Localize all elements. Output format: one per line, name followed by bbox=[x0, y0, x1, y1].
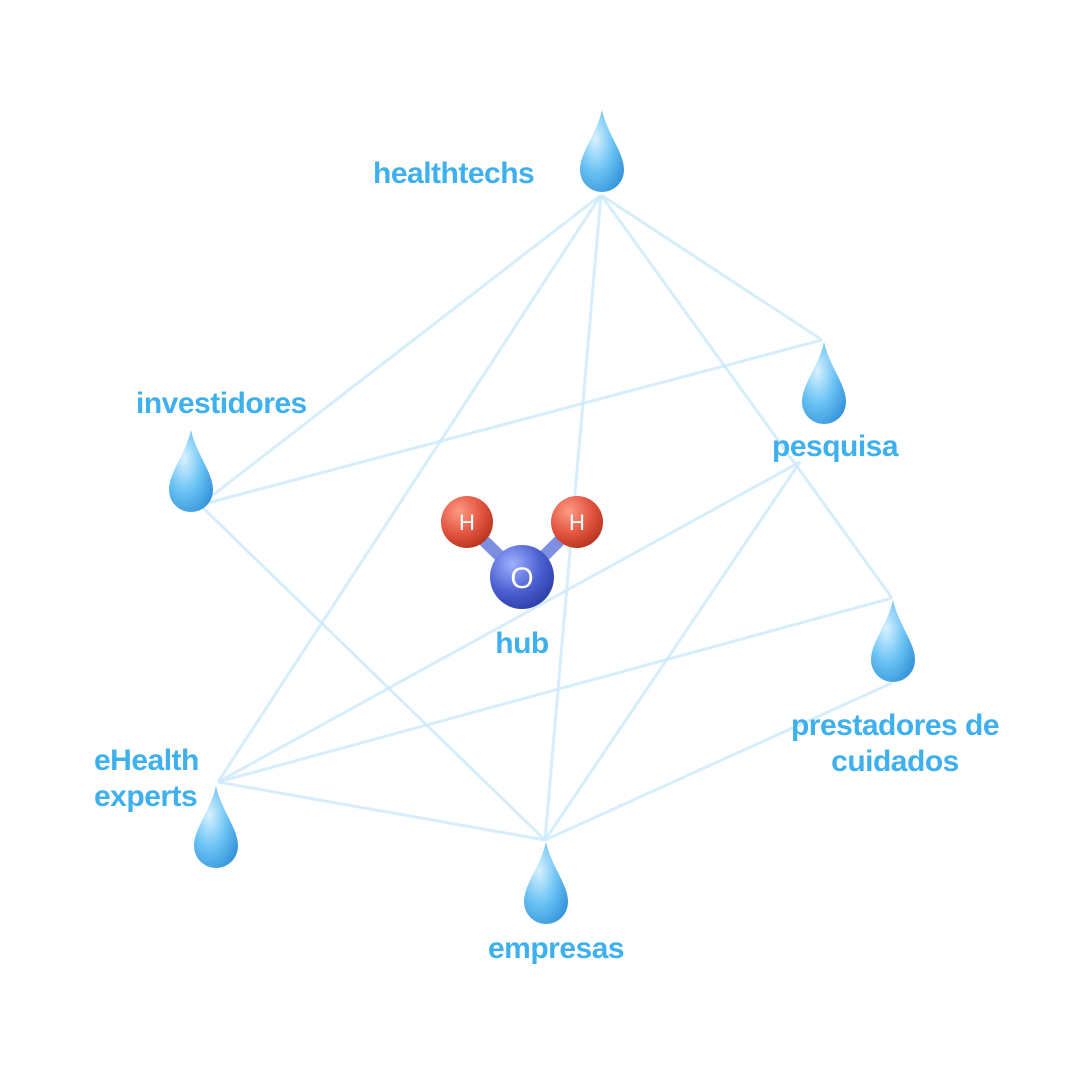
oxygen-letter: O bbox=[510, 562, 533, 595]
healthtechs-drop-icon bbox=[580, 110, 624, 192]
hydrogen-left-letter: H bbox=[459, 510, 475, 535]
hydrogen-left-atom bbox=[441, 496, 493, 548]
pesquisa-label: pesquisa bbox=[772, 430, 899, 463]
prestadores-label: prestadores de cuidados bbox=[770, 708, 1020, 780]
edge-prestadores-ehealth bbox=[217, 596, 893, 784]
oxygen-atom bbox=[490, 545, 554, 609]
edge-healthtechs-investidores bbox=[199, 193, 602, 507]
hub-label: hub bbox=[495, 627, 549, 660]
edge-investidores-pesquisa bbox=[199, 338, 823, 507]
prestadores-label-line1: prestadores de bbox=[790, 709, 1000, 742]
pesquisa-drop-icon bbox=[802, 342, 846, 424]
healthtechs-label: healthtechs bbox=[373, 157, 535, 190]
empresas-drop-icon bbox=[524, 842, 568, 924]
edge-ehealth-empresas bbox=[217, 780, 546, 842]
edge-prestadores-empresas bbox=[544, 681, 893, 842]
prestadores-label-line2: cuidados bbox=[831, 745, 959, 778]
edge-healthtechs-pesquisa bbox=[600, 193, 823, 342]
hydrogen-right-letter: H bbox=[569, 510, 585, 535]
edge-healthtechs-prestadores bbox=[599, 194, 894, 599]
empresas-label: empresas bbox=[488, 932, 625, 965]
edge-pesquisa-ehealth bbox=[217, 460, 801, 784]
prestadores-drop-icon bbox=[871, 600, 915, 682]
edge-investidores-empresas bbox=[198, 503, 547, 842]
ehealth-label-line2: experts bbox=[94, 780, 198, 813]
ehealth-label: eHealth experts bbox=[94, 743, 199, 815]
ehealth-label-line1: eHealth bbox=[94, 744, 199, 777]
ehealth-drop-icon bbox=[194, 786, 238, 868]
hub-molecule-icon: H H O bbox=[441, 496, 603, 609]
hydrogen-right-atom bbox=[551, 496, 603, 548]
investidores-label: investidores bbox=[136, 387, 307, 420]
investidores-drop-icon bbox=[169, 430, 213, 512]
edge-healthtechs-ehealth bbox=[216, 194, 603, 783]
edge-pesquisa-empresas bbox=[543, 461, 802, 841]
